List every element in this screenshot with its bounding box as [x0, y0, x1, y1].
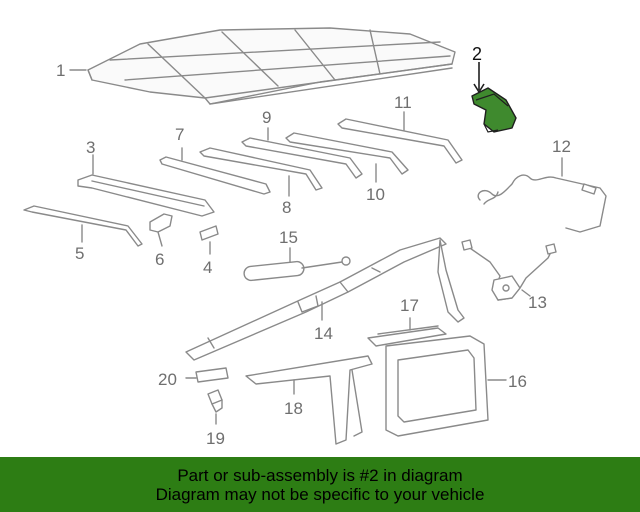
part-2-highlighted[interactable] [471, 62, 517, 133]
callout-12: 12 [552, 137, 571, 156]
callout-15: 15 [279, 228, 298, 247]
part-6-bracket [149, 213, 173, 247]
part-3-rail [77, 154, 215, 217]
info-banner: Part or sub-assembly is #2 in diagram Di… [0, 457, 640, 512]
callout-8: 8 [282, 198, 291, 217]
callout-14: 14 [314, 324, 333, 343]
callout-10: 10 [366, 185, 385, 204]
callout-11: 11 [394, 93, 412, 112]
callout-17: 17 [400, 296, 419, 315]
callout-18: 18 [284, 399, 303, 418]
part-16-window [385, 335, 507, 437]
callout-1: 1 [56, 61, 65, 80]
part-18-pillar-trim [245, 355, 373, 445]
part-12-harness [477, 157, 607, 233]
part-9-bow [241, 127, 363, 179]
part-8-bow [199, 147, 323, 197]
part-7-bow [159, 147, 271, 195]
callout-4: 4 [203, 258, 212, 277]
callout-16: 16 [508, 372, 527, 391]
part-17-sill [367, 317, 447, 347]
part-5-weatherstrip [23, 205, 143, 247]
callout-5: 5 [75, 244, 84, 263]
part-13-hinge [461, 239, 557, 301]
callout-9: 9 [262, 108, 271, 127]
callout-20: 20 [158, 370, 177, 389]
part-20-trim [185, 367, 229, 383]
banner-line-1: Part or sub-assembly is #2 in diagram [177, 465, 463, 485]
part-19-cap [207, 389, 223, 425]
parts-diagram: 1 2 3 4 5 6 7 8 9 10 11 12 13 14 15 16 1… [23, 27, 607, 448]
part-15-strut [243, 247, 351, 282]
part-1-roof [87, 27, 456, 105]
callout-13: 13 [528, 293, 547, 312]
banner-line-2: Diagram may not be specific to your vehi… [155, 484, 485, 504]
callout-6: 6 [155, 250, 164, 269]
part-4-clip [199, 225, 219, 255]
callout-7: 7 [175, 125, 184, 144]
part-14-side-rail [185, 237, 465, 361]
callout-3: 3 [86, 138, 95, 157]
part-10-bow [285, 132, 409, 183]
callout-19: 19 [206, 429, 225, 448]
callout-2: 2 [472, 44, 482, 64]
part-11-bow [337, 111, 463, 164]
